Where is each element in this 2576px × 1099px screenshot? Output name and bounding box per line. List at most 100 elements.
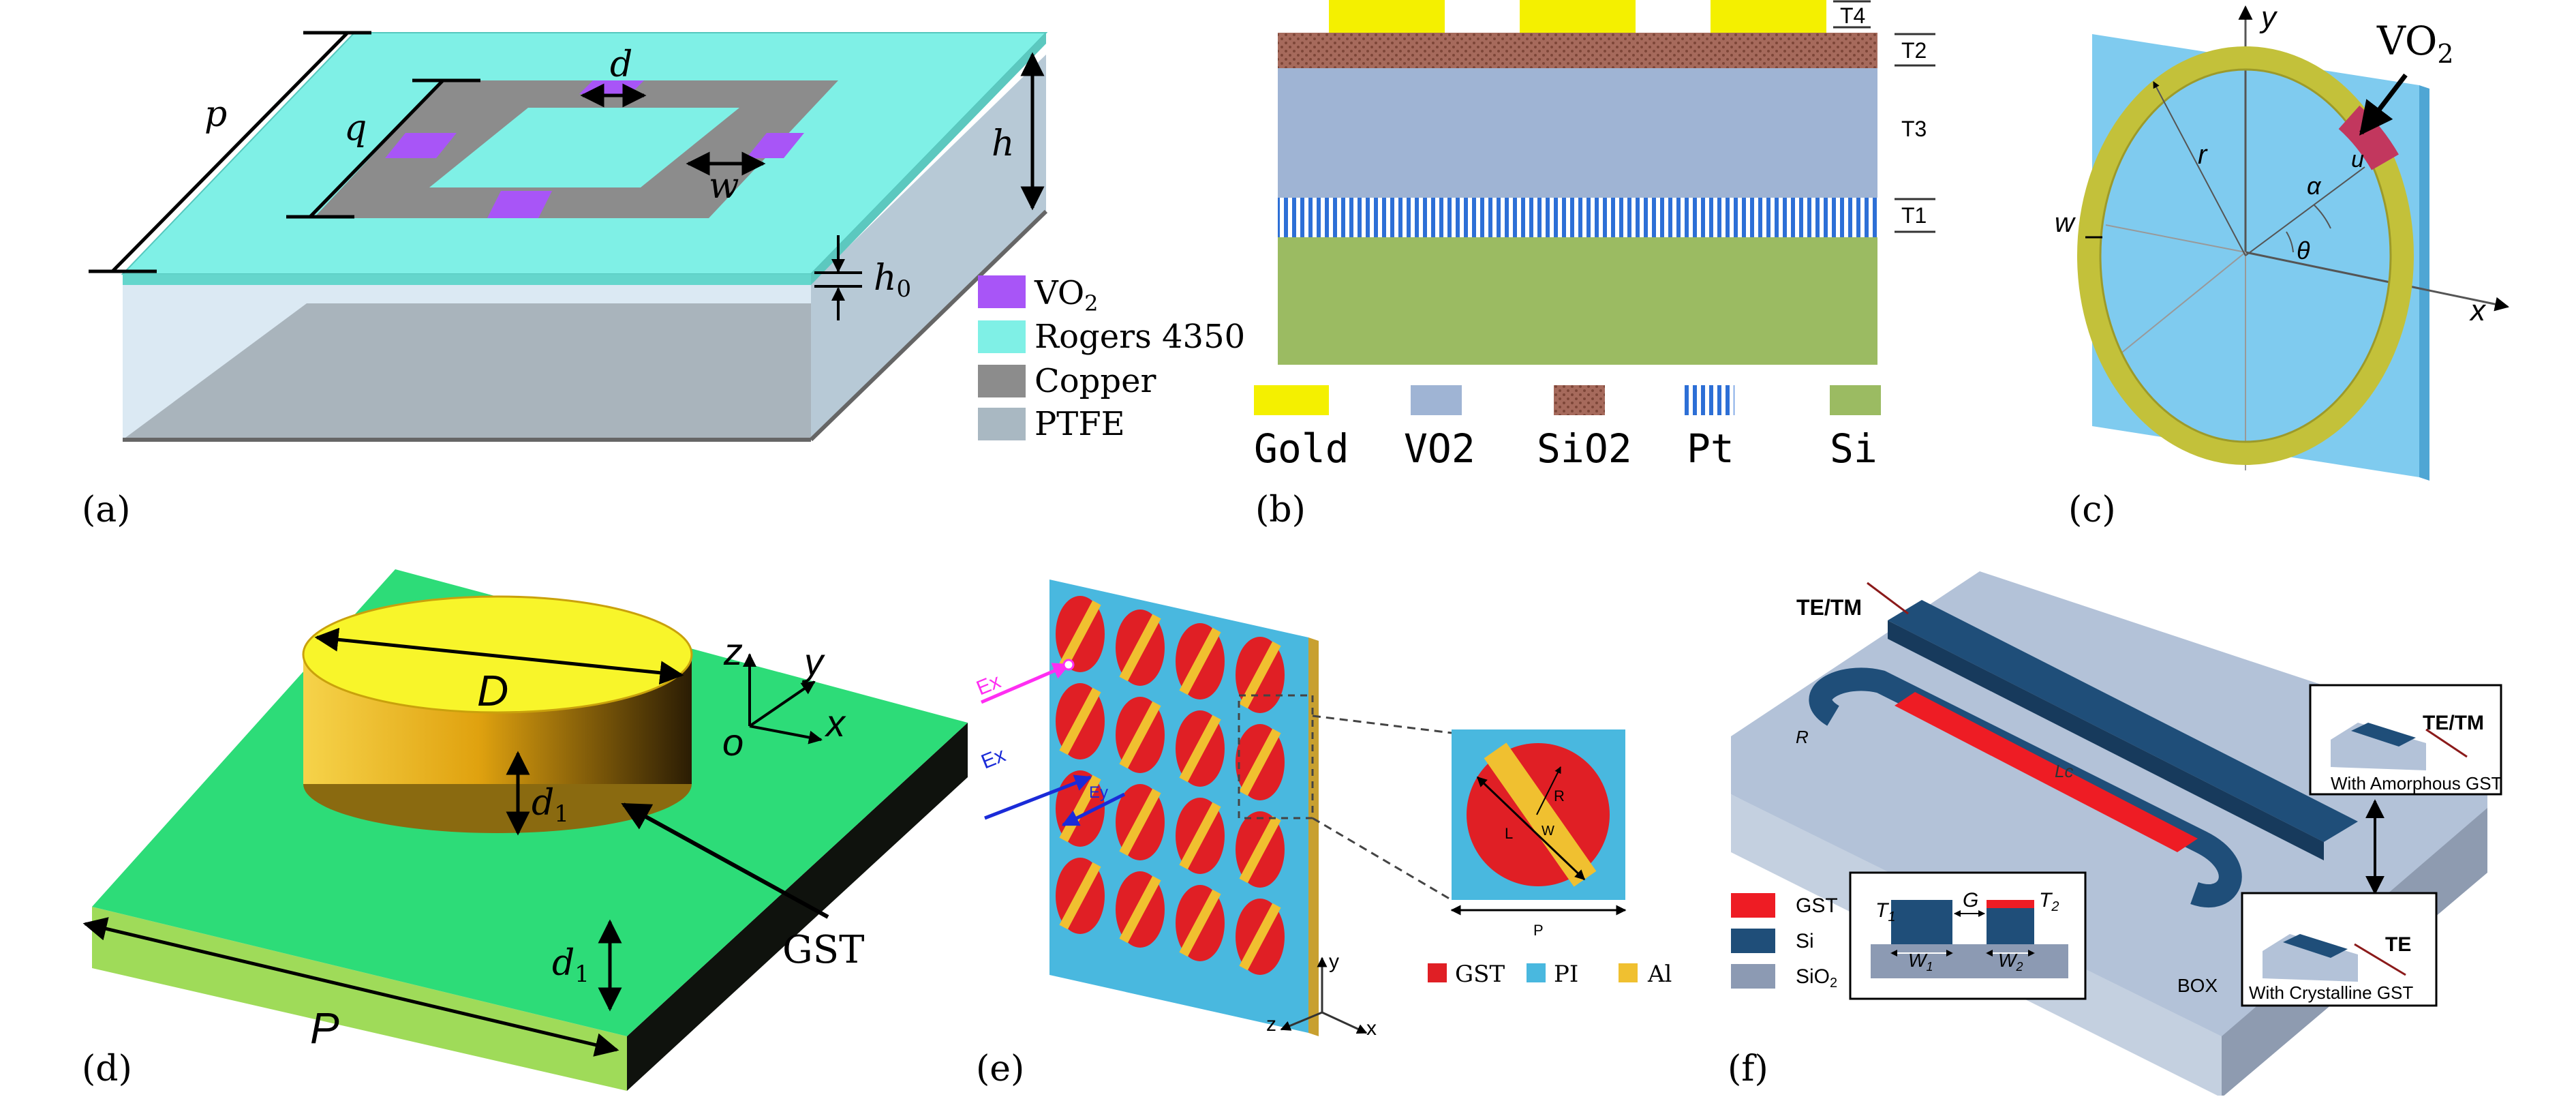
- caption-a: (a): [82, 490, 131, 530]
- label-gst-d: GST: [782, 928, 864, 972]
- label-d: d: [610, 44, 632, 85]
- vo2-segment: [2338, 105, 2399, 170]
- legend-label-sio2-f: SiO2: [1796, 965, 1837, 991]
- legend-label-gst-f: GST: [1796, 894, 1838, 917]
- label-T1: T1: [1875, 899, 1895, 924]
- label-theta: θ: [2297, 237, 2310, 265]
- label-alpha: α: [2307, 172, 2322, 200]
- label-G: G: [1963, 889, 1978, 912]
- legend-swatch-al: [1619, 963, 1638, 982]
- legend-swatch-pt: [1683, 385, 1734, 415]
- crystalline-inset: TE With Crystalline GST: [2241, 892, 2438, 1007]
- label-W1: W1: [1908, 950, 1933, 974]
- panel-a: p q d w h h0 VO2 Rogers 4350 Copper PTFE: [82, 31, 1245, 530]
- label-vo2-c: VO2: [2376, 18, 2454, 69]
- label-D: D: [477, 666, 508, 715]
- label-q: q: [344, 108, 367, 149]
- al-bar: [1119, 701, 1161, 769]
- label-h0: h0: [874, 258, 911, 303]
- label-te-tm-inset: TE/TM: [2423, 712, 2484, 734]
- label-amorphous: With Amorphous GST: [2331, 773, 2502, 794]
- ring-inner-hole: [429, 108, 739, 187]
- legend-swatch-gst-f: [1731, 893, 1775, 918]
- al-bar: [1119, 614, 1161, 682]
- ptfe-right-face: [811, 55, 1046, 440]
- amorphous-inset: TE/TM With Amorphous GST: [2309, 684, 2502, 796]
- label-ex-bottom: Ex: [978, 744, 1009, 774]
- p-dimension-line: [111, 31, 349, 273]
- gst-callout-arrow: [621, 802, 829, 919]
- inset-label-L: L: [1505, 825, 1513, 842]
- al-bar: [1119, 788, 1161, 856]
- legend-label-vo2-b: VO2: [1404, 425, 1475, 472]
- al-bar: [1059, 600, 1101, 668]
- legend-label-al: Al: [1647, 961, 1672, 988]
- label-r-c: r: [2198, 140, 2208, 170]
- x-axis: [2245, 251, 2510, 312]
- tag-t3: T3: [1901, 117, 1927, 141]
- ptfe-inner-floor: [123, 303, 811, 440]
- legend-swatch-gst-e: [1428, 963, 1447, 982]
- inset-label-R: R: [1554, 787, 1565, 804]
- inset-label-P: P: [1533, 922, 1544, 939]
- label-x-e: x: [1366, 1017, 1377, 1040]
- al-bar: [1119, 875, 1161, 944]
- panel-f: R Lc TE/TM TE/TM With Amorphous GST TE W…: [1728, 571, 2502, 1098]
- al-bar: [1179, 627, 1221, 695]
- legend-label-gst-e: GST: [1455, 961, 1505, 988]
- bus-waveguide: [1888, 600, 2358, 842]
- layer-tags: T4 T2 T3 T1: [1833, 0, 1935, 233]
- zoom-region: [1238, 694, 1314, 819]
- al-bar: [1179, 802, 1221, 870]
- gold-pad-3: [1711, 0, 1826, 33]
- panel-d: D d1 z y x o GST d1 P (d): [82, 569, 968, 1091]
- al-bar: [1239, 903, 1281, 971]
- label-T2: T2: [2039, 889, 2059, 914]
- caption-c: (c): [2068, 490, 2116, 530]
- caption-d: (d): [82, 1049, 132, 1089]
- P-dimension-arrow: [82, 917, 619, 1057]
- coord-axes-d: z y x o: [722, 630, 846, 764]
- label-o-d: o: [722, 721, 743, 764]
- vo2-gap-left: [385, 133, 457, 158]
- substrate-plate: [2092, 34, 2419, 477]
- legend-a: VO2 Rogers 4350 Copper PTFE: [978, 274, 1245, 443]
- panel-c: x y r α θ u w VO2 (c): [2055, 1, 2510, 530]
- gold-ring: [2077, 46, 2414, 465]
- vo2-layer: [1278, 68, 1877, 198]
- label-W2: W2: [1998, 950, 2023, 974]
- ex-blue-arrow: [984, 774, 1092, 820]
- legend-swatch-sio2: [1554, 385, 1605, 415]
- label-te-tm-left: TE/TM: [1796, 595, 1862, 620]
- gst-strip: [1895, 692, 2198, 852]
- sio2-layer: [1278, 33, 1877, 68]
- legend-swatch-pi: [1527, 963, 1546, 982]
- legend-swatch-vo2-b: [1411, 385, 1462, 415]
- label-P: P: [310, 1004, 339, 1053]
- label-y-e: y: [1329, 950, 1339, 973]
- label-u: u: [2351, 147, 2364, 172]
- legend-label-si: Si: [1830, 425, 1877, 472]
- tag-t1: T1: [1901, 203, 1927, 228]
- legend-f: GST Si SiO2: [1731, 893, 1838, 991]
- legend-label-si-f: Si: [1796, 930, 1814, 952]
- si-substrate: [1278, 237, 1877, 365]
- label-ey: Ey: [1089, 783, 1108, 802]
- label-crystalline: With Crystalline GST: [2249, 982, 2413, 1003]
- tag-t2: T2: [1901, 38, 1927, 63]
- legend-label-pt: Pt: [1687, 425, 1734, 472]
- legend-swatch-si-f: [1731, 929, 1775, 953]
- cross-section-inset: T1 G T2 W1 W2: [1849, 871, 2087, 1000]
- label-te: TE: [2385, 933, 2411, 956]
- legend-swatch-copper: [978, 365, 1026, 397]
- legend-swatch-ptfe: [978, 408, 1026, 440]
- label-w: w: [709, 166, 739, 207]
- panel-e: Ex Ex Ey y z x R L W P GST: [973, 579, 1672, 1089]
- legend-label-rogers: Rogers 4350: [1034, 318, 1245, 356]
- legend-label-vo2: VO2: [1034, 274, 1099, 316]
- legend-e: GST PI Al: [1428, 961, 1672, 988]
- label-Lc: Lc: [2055, 761, 2073, 781]
- panel-b: T4 T2 T3 T1 Gold VO2 SiO2 Pt Si (b): [1254, 0, 1935, 530]
- legend-b: Gold VO2 SiO2 Pt Si: [1254, 385, 1881, 472]
- legend-label-gold: Gold: [1254, 425, 1349, 472]
